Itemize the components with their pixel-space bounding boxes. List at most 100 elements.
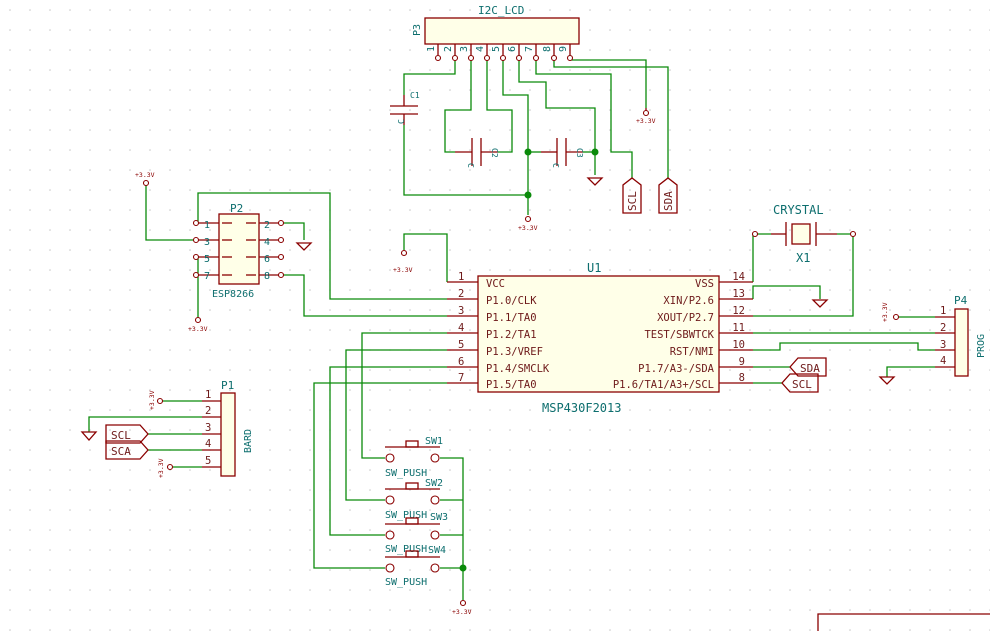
crystal-x1[interactable]: CRYSTAL X1: [751, 203, 857, 265]
power-flag-c-node: +3.3V: [518, 215, 538, 232]
power-flag-vcc: +3.3V: [393, 249, 413, 274]
title-block-border: [817, 613, 990, 631]
u1-pin-number: 1: [458, 271, 464, 283]
u1-pin-number: 9: [739, 356, 745, 368]
connector-p2[interactable]: P2 ESP8266 1 2 3 4 5 6 7 8: [192, 202, 285, 300]
ground-icon: [80, 431, 98, 441]
svg-text:+3.3V: +3.3V: [881, 302, 889, 322]
p2-pin-number: 8: [264, 271, 270, 282]
c2-value: C: [466, 163, 475, 168]
c1-value: C: [397, 119, 406, 124]
j3-pin-number: 4: [475, 46, 486, 52]
u1-pin-name: XOUT/P2.7: [657, 312, 714, 324]
u1-pin-name: P1.7/A3-/SDA: [638, 363, 715, 375]
power-flag-p2-pin7: +3.3V: [188, 316, 208, 333]
j3-pin-stubs: [434, 44, 574, 62]
p1-pin-number: 3: [205, 422, 211, 434]
net-labels[interactable]: SCL SDA SDA SCL SCL SCA: [105, 177, 827, 460]
connector-j3[interactable]: I2C_LCD P3 1 2 3 4 5 6 7 8 9: [412, 4, 580, 62]
u1-pin-name: P1.1/TA0: [486, 312, 537, 324]
u1-pin-number: 6: [458, 356, 464, 368]
x1-ref: X1: [796, 251, 810, 265]
u1-pin-number: 4: [458, 322, 464, 334]
u1-value: MSP430F2013: [542, 401, 621, 415]
switch-sw1[interactable]: SW1 SW_PUSH: [385, 436, 443, 479]
capacitor-c1[interactable]: C1 C: [390, 91, 420, 125]
c2-ref: C2: [490, 148, 499, 158]
sw4-value: SW_PUSH: [385, 577, 427, 588]
sw1-value: SW_PUSH: [385, 468, 427, 479]
svg-text:SDA: SDA: [800, 362, 820, 375]
u1-pin-number: 13: [732, 288, 745, 300]
power-flag-p2-pin3: +3.3V: [135, 171, 155, 187]
switch-sw4[interactable]: SW4 SW_PUSH: [385, 545, 446, 588]
wires: [88, 55, 935, 600]
p2-pin-number: 2: [264, 220, 270, 231]
p1-pin-number: 1: [205, 389, 211, 401]
net-label-scl-u1: SCL: [781, 373, 819, 393]
p1-ref: P1: [221, 379, 234, 392]
p4-ref: P4: [954, 294, 968, 307]
svg-text:+3.3V: +3.3V: [393, 266, 413, 274]
u1-pin-name: XIN/P2.6: [663, 295, 714, 307]
svg-text:+3.3V: +3.3V: [452, 608, 472, 616]
svg-text:SCL: SCL: [626, 191, 639, 211]
ground-icon: [586, 177, 604, 186]
capacitor-c2[interactable]: C C2: [455, 138, 499, 168]
p2-pin-number: 1: [204, 220, 210, 231]
p2-pins: [192, 219, 285, 279]
u1-pin-name: P1.4/SMCLK: [486, 363, 550, 375]
ground-icon: [295, 242, 313, 251]
u1-pin-name: RST/NMI: [670, 346, 714, 358]
j3-ref: P3: [412, 24, 423, 36]
c1-ref: C1: [410, 91, 420, 100]
svg-text:SDA: SDA: [662, 191, 675, 211]
svg-text:SCL: SCL: [792, 378, 812, 391]
connector-p4[interactable]: P4 PROG 1 2 3 4: [935, 294, 987, 377]
svg-text:+3.3V: +3.3V: [157, 458, 165, 478]
p4-pin-number: 4: [940, 355, 946, 367]
u1-pin-number: 10: [732, 339, 745, 351]
p2-ref: P2: [230, 202, 243, 215]
u1-pin-number: 3: [458, 305, 464, 317]
u1-pin-name: VSS: [695, 278, 714, 290]
u1-pin-name: VCC: [486, 278, 505, 290]
u1-pin-name: P1.2/TA1: [486, 329, 537, 341]
ic-u1[interactable]: U1 MSP430F2013 1 2 3 4 5 6 7: [447, 261, 753, 415]
switch-sw3[interactable]: SW3 SW_PUSH: [385, 512, 448, 555]
p1-value: BARD: [243, 429, 254, 453]
p4-pins: [935, 316, 955, 368]
p1-pin-number: 5: [205, 455, 211, 467]
j3-pin-number: 7: [524, 46, 535, 52]
u1-pin-number: 12: [732, 305, 745, 317]
switch-sw2[interactable]: SW2 SW_PUSH: [385, 478, 443, 521]
u1-pin-name: P1.0/CLK: [486, 295, 537, 307]
power-flag-p4: +3.3V: [881, 302, 900, 322]
sw4-ref: SW4: [428, 545, 446, 556]
sw3-value: SW_PUSH: [385, 544, 427, 555]
svg-text:+3.3V: +3.3V: [518, 224, 538, 232]
svg-text:SCA: SCA: [111, 445, 131, 458]
u1-right-pin-stubs: [719, 281, 753, 384]
junctions: [459, 148, 599, 572]
power-flags: +3.3V +3.3V +3.3V +3.3V +3.3V +3.3V +3.3…: [135, 108, 900, 616]
capacitor-c3[interactable]: C C3: [541, 138, 584, 168]
svg-text:+3.3V: +3.3V: [135, 171, 155, 179]
svg-text:+3.3V: +3.3V: [636, 117, 656, 125]
sw3-ref: SW3: [430, 512, 448, 523]
p4-value: PROG: [976, 334, 987, 358]
sw1-ref: SW1: [425, 436, 443, 447]
power-flag-p1-pin1: +3.3V: [148, 390, 164, 410]
p4-pin-number: 3: [940, 339, 946, 351]
net-label-scl-p1: SCL: [105, 424, 149, 444]
p2-pin-number: 7: [204, 271, 210, 282]
u1-pin-number: 7: [458, 372, 464, 384]
j3-pin-number: 1: [426, 46, 437, 52]
net-label-sda-vertical: SDA: [658, 177, 678, 214]
u1-pin-number: 14: [732, 271, 745, 283]
j3-value: I2C_LCD: [478, 4, 524, 17]
connector-p1[interactable]: P1 BARD 1 2 3 4 5: [202, 379, 254, 477]
svg-text:+3.3V: +3.3V: [188, 325, 208, 333]
